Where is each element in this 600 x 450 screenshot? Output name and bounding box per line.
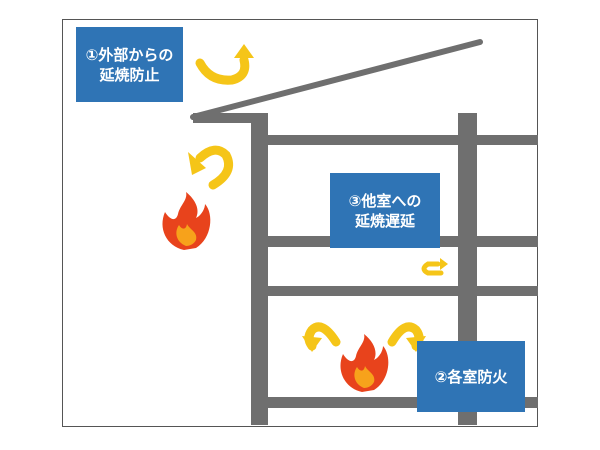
label-exterior-fire-prevention: ①外部からの 延焼防止 [76, 27, 183, 102]
label-room-fire-prevention: ②各室防火 [417, 341, 525, 412]
fire-icon [340, 334, 389, 392]
curved-arrow-icon [188, 145, 234, 190]
curved-arrow-icon [302, 322, 341, 352]
exterior-wall [251, 113, 268, 425]
label-line: ②各室防火 [434, 367, 508, 386]
label-delay-spread: ③他室への 延焼遅延 [330, 173, 440, 248]
label-line: 延焼防止 [99, 65, 160, 84]
curved-arrow-icon [195, 44, 254, 85]
roof-line [190, 39, 483, 120]
label-line: ③他室への [348, 191, 422, 210]
eave [193, 113, 268, 123]
label-line: 延焼遅延 [354, 211, 415, 230]
curved-arrow-icon [421, 258, 448, 276]
diagram-frame [62, 19, 538, 427]
label-line: ①外部からの [85, 45, 174, 64]
ground-floor [268, 397, 538, 408]
ceiling-beam [268, 135, 538, 145]
fire-icon [162, 192, 211, 250]
ground-floor-ceiling [268, 286, 538, 296]
